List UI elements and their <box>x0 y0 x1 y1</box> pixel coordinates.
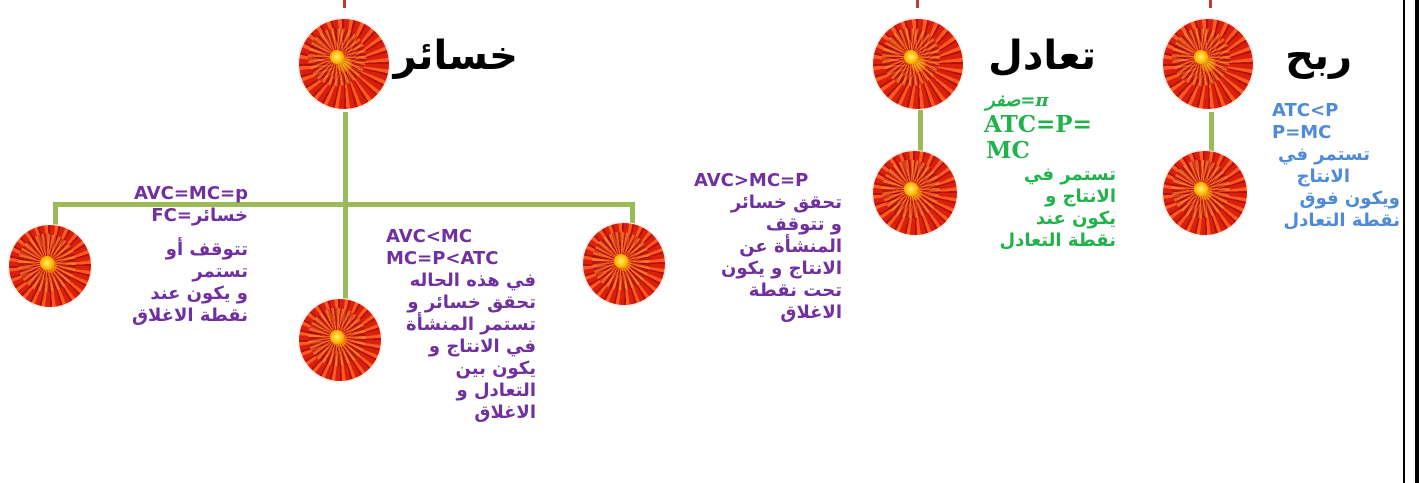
connector-line <box>918 110 923 166</box>
losses-title: خسائر <box>393 33 518 79</box>
breakeven-line: ATC=P= <box>984 111 1092 138</box>
branch-line: في هذه الحاله <box>409 270 536 291</box>
flower-icon <box>582 222 666 306</box>
connector-line <box>53 202 58 230</box>
breakeven-text: صفر=π ATC=P= MC تستمر في الانتاج و يكون … <box>966 90 1116 252</box>
branch-line: التعادل و <box>456 380 536 401</box>
losses-branch-3-text: AVC>MC=P تحقق خسائر و تتوقف المنشأة عن ا… <box>680 170 842 324</box>
profit-line: تستمر في <box>1278 144 1370 165</box>
branch-line: تتوقف أو <box>165 239 248 260</box>
branch-line: AVC=MC=p <box>133 183 248 204</box>
connector-line <box>343 202 348 300</box>
connector-line <box>343 112 348 212</box>
breakeven-title: تعادل <box>988 33 1096 79</box>
breakeven-line: صفر=π <box>986 90 1049 111</box>
breakeven-line: يكون عند <box>1035 208 1116 229</box>
branch-line: تستمر <box>192 261 248 282</box>
profit-line: نقطة التعادل <box>1283 210 1400 231</box>
profit-line: ATC<P <box>1272 100 1339 121</box>
page-border <box>1403 0 1419 483</box>
top-connector-tick <box>916 0 919 8</box>
flower-icon <box>298 298 382 382</box>
profit-line: الانتاج <box>1296 166 1350 187</box>
breakeven-line: تستمر في <box>1024 164 1116 185</box>
branch-line: AVC>MC=P <box>694 170 809 191</box>
profit-title: ربح <box>1285 33 1352 79</box>
branch-line: المنشأة عن <box>739 236 842 257</box>
branch-line: الاغلاق <box>780 302 842 323</box>
branch-line: الانتاج و يكون <box>720 258 842 279</box>
branch-line: خسائر=FC <box>151 205 248 226</box>
top-connector-tick <box>343 0 346 8</box>
flower-icon <box>8 224 92 308</box>
connector-line <box>1209 112 1214 166</box>
branch-line: تحقق خسائر <box>730 192 842 213</box>
flower-icon <box>1162 150 1248 236</box>
branch-line: تحت نقطة <box>748 280 842 301</box>
top-connector-tick <box>1209 0 1212 8</box>
profit-line: P=MC <box>1272 122 1332 143</box>
breakeven-line: نقطة التعادل <box>999 230 1116 251</box>
flower-icon <box>872 150 958 236</box>
branch-line: في الانتاج و <box>428 336 536 357</box>
breakeven-line: الانتاج و <box>1045 186 1116 207</box>
branch-line: و تتوقف <box>765 214 842 235</box>
breakeven-line: MC <box>986 137 1030 164</box>
branch-line: الاغلاق <box>474 402 536 423</box>
flower-icon <box>872 18 964 110</box>
branch-line: و يكون عند <box>150 283 248 304</box>
losses-branch-1-text: AVC=MC=p خسائر=FC تتوقف أو تستمر و يكون … <box>100 183 248 327</box>
flower-icon <box>1162 18 1254 110</box>
profit-text: ATC<P P=MC تستمر في الانتاج ويكون فوق نق… <box>1264 100 1400 232</box>
profit-line: ويكون فوق <box>1299 188 1401 209</box>
branch-line: AVC<MC <box>386 226 473 247</box>
branch-line: تستمر المنشأة <box>406 314 536 335</box>
flower-icon <box>298 18 390 110</box>
branch-line: نقطة الاغلاق <box>131 305 248 326</box>
branch-line: يكون بين <box>455 358 536 379</box>
breakeven-line: صفر=π <box>966 90 1116 112</box>
connector-line <box>630 202 635 226</box>
losses-branch-2-text: AVC<MC MC=P<ATC في هذه الحاله تحقق خسائر… <box>386 226 536 424</box>
branch-line: MC=P<ATC <box>386 248 499 269</box>
branch-line: تحقق خسائر و <box>407 292 536 313</box>
